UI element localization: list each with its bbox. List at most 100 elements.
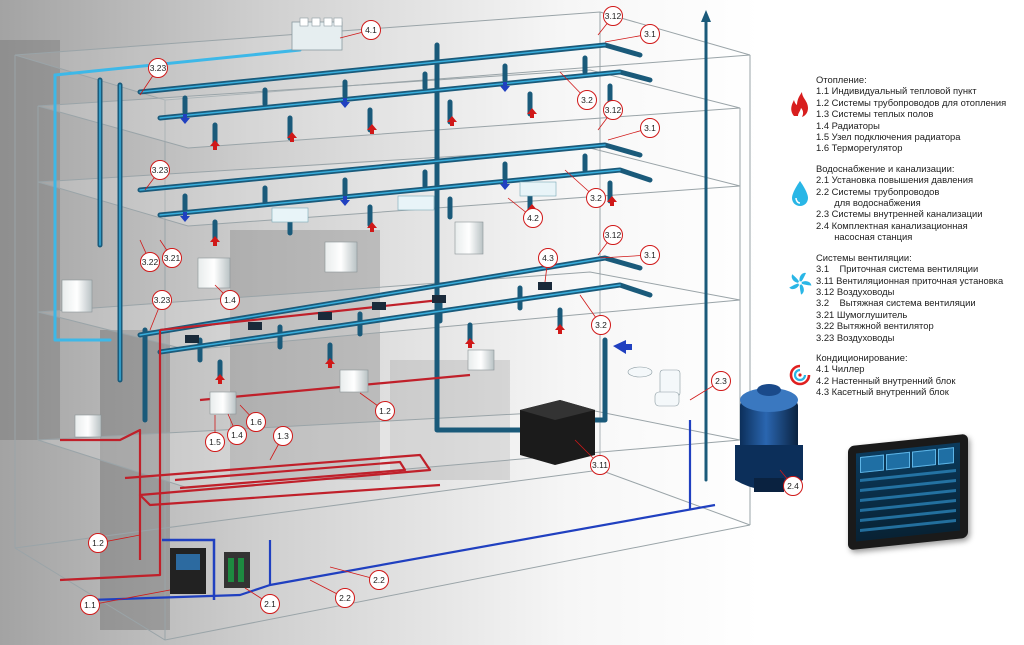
legend-group-water: Водоснабжение и канализации: 2.1 Установ…: [788, 163, 1024, 243]
callout-circle: [335, 588, 355, 608]
legend-group-heating: Отопление: 1.1 Индивидуальный тепловой п…: [788, 74, 1024, 154]
callout-label: 3.11: [592, 460, 608, 470]
callout-circle: [273, 426, 293, 446]
callout-1-5: 1.5: [205, 432, 225, 452]
callout-3-11: 3.11: [590, 455, 610, 475]
callout-circle: [591, 315, 611, 335]
callout-3-22: 3.22: [140, 252, 160, 272]
callout-circle: [603, 100, 623, 120]
callout-label: 3.2: [595, 320, 607, 330]
callout-label: 2.2: [339, 593, 351, 603]
tablet-thumbnail: [912, 449, 936, 468]
legend-ventilation-item: 3.22 Вытяжной вентилятор: [816, 320, 934, 332]
sewage-pump-tank: [735, 384, 803, 492]
legend-conditioning-title: Кондиционирование:: [816, 351, 908, 363]
callout-label: 1.5: [209, 437, 221, 447]
callout-circle: [227, 425, 247, 445]
tablet-row: [860, 518, 956, 533]
legend-water-item: 2.2 Системы трубопроводов: [816, 185, 940, 197]
air-conditioning-icon: [789, 364, 811, 386]
callout-circle: [220, 290, 240, 310]
callout-label: 1.4: [231, 430, 243, 440]
callout-bubbles: 4.1 3.12 3.1 3.23 3.2 3.12 3.1 3.23 3.2 4.2 3.22 3.…: [80, 6, 803, 615]
callout-circle: [150, 160, 170, 180]
callout-1-6: 1.6: [246, 412, 266, 432]
callout-circle: [361, 20, 381, 40]
callout-label: 4.1: [365, 25, 377, 35]
legend-ventilation-item: 3.11 Вентиляционная приточная установка: [816, 274, 1004, 286]
callout-label: 2.1: [264, 599, 276, 609]
callout-circle: [640, 24, 660, 44]
callout-label: 4.3: [542, 253, 554, 263]
callout-circle: [590, 455, 610, 475]
callout-circle: [538, 248, 558, 268]
callout-label: 2.4: [787, 481, 799, 491]
callout-1-2-low: 1.2: [88, 533, 108, 553]
fire-icon: [791, 92, 808, 117]
callout-3-23-top: 3.23: [148, 58, 168, 78]
radiators: [61, 221, 495, 438]
legend: Отопление: 1.1 Индивидуальный тепловой п…: [788, 74, 1024, 407]
plumbing-fixtures: [627, 366, 681, 407]
legend-ventilation-item: 3.2 Вытяжная система вентиляции: [816, 297, 976, 309]
callout-3-23-third: 3.23: [152, 290, 172, 310]
callout-label: 3.22: [142, 257, 159, 267]
tablet-thumbnail: [860, 454, 884, 474]
callout-circle: [162, 248, 182, 268]
callout-label: 2.3: [715, 376, 727, 386]
callout-circle: [88, 533, 108, 553]
legend-water-title: Водоснабжение и канализации:: [816, 162, 955, 174]
callout-circle: [523, 208, 543, 228]
callout-leader-line: [89, 589, 171, 606]
callout-2-3: 2.3: [711, 371, 731, 391]
callout-label: 1.4: [224, 295, 236, 305]
callout-3-2-second: 3.2: [586, 188, 606, 208]
callout-circle: [603, 6, 623, 26]
heating-pipes: [59, 298, 471, 582]
callout-label: 3.1: [644, 123, 656, 133]
heat-substation-equipment: [162, 538, 250, 600]
callout-label: 4.2: [527, 213, 539, 223]
callout-circle: [640, 245, 660, 265]
callout-3-12-third: 3.12: [603, 225, 623, 245]
legend-water-item: для водоснабжения: [816, 197, 921, 209]
tablet-screen: [856, 442, 960, 542]
callout-label: 3.23: [150, 63, 167, 73]
legend-heating-item: 1.3 Системы теплых полов: [816, 108, 934, 120]
legend-ventilation-item: 3.12 Воздуховоды: [816, 285, 895, 297]
tablet-thumbnail: [938, 447, 954, 465]
callout-circle: [640, 118, 660, 138]
callout-3-23-second: 3.23: [150, 160, 170, 180]
callout-label: 1.2: [379, 406, 391, 416]
callout-label: 1.6: [250, 417, 262, 427]
callout-label: 3.1: [644, 29, 656, 39]
callout-1-3: 1.3: [273, 426, 293, 446]
callout-circle: [152, 290, 172, 310]
air-handling-unit: [520, 400, 595, 465]
callout-circle: [586, 188, 606, 208]
callout-2-4: 2.4: [783, 476, 803, 496]
callout-1-4-upper: 1.4: [220, 290, 240, 310]
callout-circle: [577, 90, 597, 110]
callout-circle: [603, 225, 623, 245]
callout-circle: [246, 412, 266, 432]
callout-3-12-top: 3.12: [603, 6, 623, 26]
callout-circle: [80, 595, 100, 615]
callout-label: 1.3: [277, 431, 289, 441]
callout-circle: [375, 401, 395, 421]
callout-3-1-top: 3.1: [640, 24, 660, 44]
callout-3-12-second: 3.12: [603, 100, 623, 120]
callout-label: 3.12: [605, 105, 622, 115]
callout-circle: [260, 594, 280, 614]
callout-circle: [205, 432, 225, 452]
chiller-unit: [291, 17, 343, 51]
callout-3-1-second: 3.1: [640, 118, 660, 138]
legend-group-ventilation: Системы вентиляции: 3.1 Приточная систем…: [788, 252, 1024, 343]
legend-heating-title: Отопление:: [816, 74, 867, 85]
legend-heating-item: 1.6 Терморегулятор: [816, 142, 903, 154]
legend-group-conditioning: Кондиционирование: 4.1 Чиллер 4.2 Настен…: [788, 352, 1024, 398]
callout-circle: [711, 371, 731, 391]
legend-heating-item: 1.4 Радиаторы: [816, 119, 880, 131]
legend-ventilation-title: Системы вентиляции:: [816, 251, 912, 263]
